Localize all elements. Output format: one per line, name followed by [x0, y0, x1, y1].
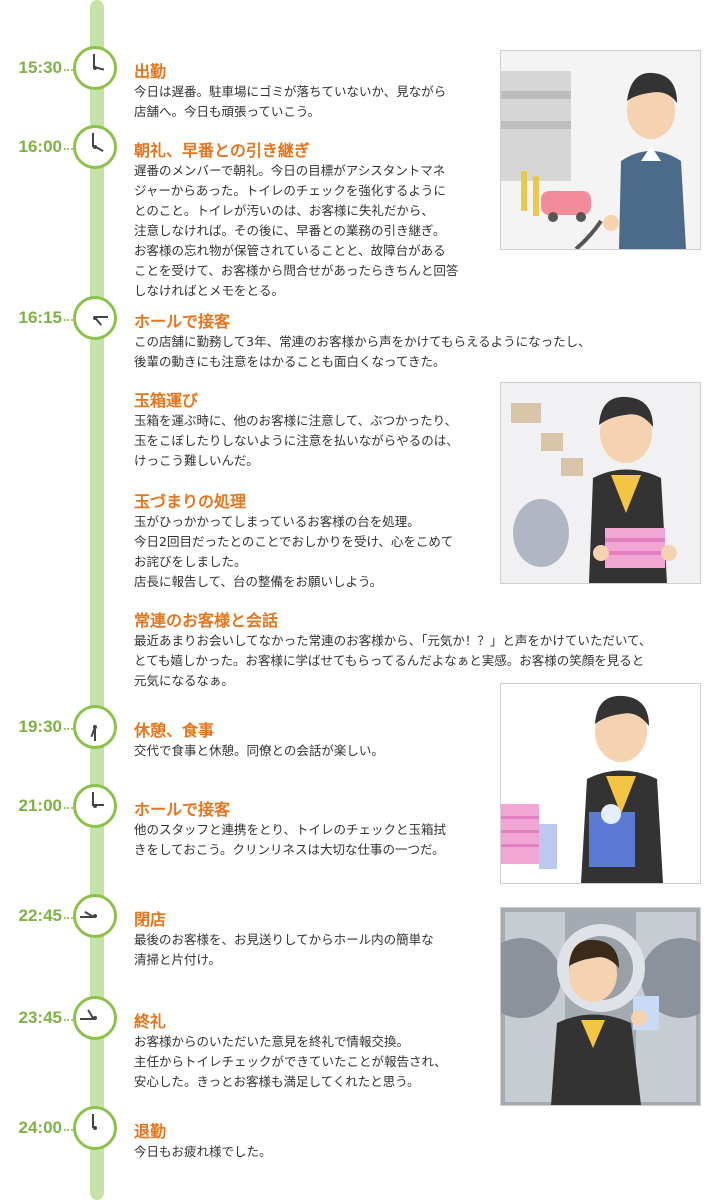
entry-title: 出勤 [134, 62, 167, 81]
entry-title: 朝礼、早番との引き継ぎ [134, 141, 310, 160]
entry-text: 遅番のメンバーで朝礼。今日の目標がアシスタントマネ ジャーからあった。トイレのチ… [134, 163, 459, 298]
entry-title: ホールで接客 [134, 312, 231, 331]
time-connector [64, 917, 80, 919]
entry-title: 休憩、食事 [134, 721, 215, 740]
time-label: 21:00 [18, 796, 62, 815]
machine-cleaning-illustration-icon [500, 907, 701, 1106]
clock-icon [73, 296, 117, 340]
time-connector [64, 807, 80, 809]
entry-title: 玉づまりの処理 [134, 492, 247, 511]
entry-text: 今日は遅番。駐車場にゴミが落ちていないか、見ながら 店舗へ。今日も頑張っていこう… [134, 84, 447, 119]
time-connector [64, 1129, 80, 1131]
time-connector [64, 69, 80, 71]
time-connector [64, 319, 80, 321]
clock-icon [73, 996, 117, 1040]
entry-title: 常連のお客様と会話 [134, 611, 279, 630]
clock-icon [73, 705, 117, 749]
time-label: 22:45 [18, 906, 62, 925]
clock-icon [73, 46, 117, 90]
time-label: 24:00 [18, 1118, 62, 1137]
time-label: 16:00 [18, 137, 62, 156]
entry-text: 交代で食事と休憩。同僚との会話が楽しい。 [134, 743, 384, 758]
clock-icon [73, 1106, 117, 1150]
commute-illustration-icon [500, 50, 701, 250]
entry-title: 閉店 [134, 910, 167, 929]
entry-title: 玉箱運び [134, 391, 199, 410]
time-connector [64, 148, 80, 150]
time-label: 23:45 [18, 1008, 62, 1027]
entry-title: ホールで接客 [134, 800, 231, 819]
time-label: 16:15 [18, 308, 62, 327]
clock-icon [73, 784, 117, 828]
entry-text: 他のスタッフと連携をとり、トイレのチェックと玉箱拭 きをしておこう。クリンリネス… [134, 822, 447, 857]
entry-title: 終礼 [134, 1012, 167, 1031]
entry-text: 今日もお疲れ様でした。 [134, 1144, 272, 1159]
entry-text: 最近あまりお会いしてなかった常連のお客様から、「元気か！？」と声をかけていただい… [134, 633, 652, 688]
clock-icon [73, 894, 117, 938]
entry-text: 玉がひっかかってしまっているお客様の台を処理。 今日2回目だったとのことでおしか… [134, 514, 454, 589]
box-carrying-illustration-icon [500, 382, 701, 584]
time-label: 15:30 [18, 58, 62, 77]
time-connector [64, 728, 80, 730]
box-wiping-illustration-icon [500, 683, 701, 884]
entry-title: 退勤 [134, 1122, 167, 1141]
time-connector [64, 1019, 80, 1021]
entry-text: この店舗に勤務して3年、常連のお客様から声をかけてもらえるようになったし、 後輩… [134, 334, 591, 369]
entry-text: お客様からのいただいた意見を終礼で情報交換。 主任からトイレチェックができていた… [134, 1034, 447, 1089]
clock-icon [73, 125, 117, 169]
time-label: 19:30 [18, 717, 62, 736]
entry-text: 玉箱を運ぶ時に、他のお客様に注意して、ぶつかったり、 玉をこぼしたりしないように… [134, 413, 459, 468]
entry-text: 最後のお客様を、お見送りしてからホール内の簡単な 清掃と片付け。 [134, 932, 434, 967]
